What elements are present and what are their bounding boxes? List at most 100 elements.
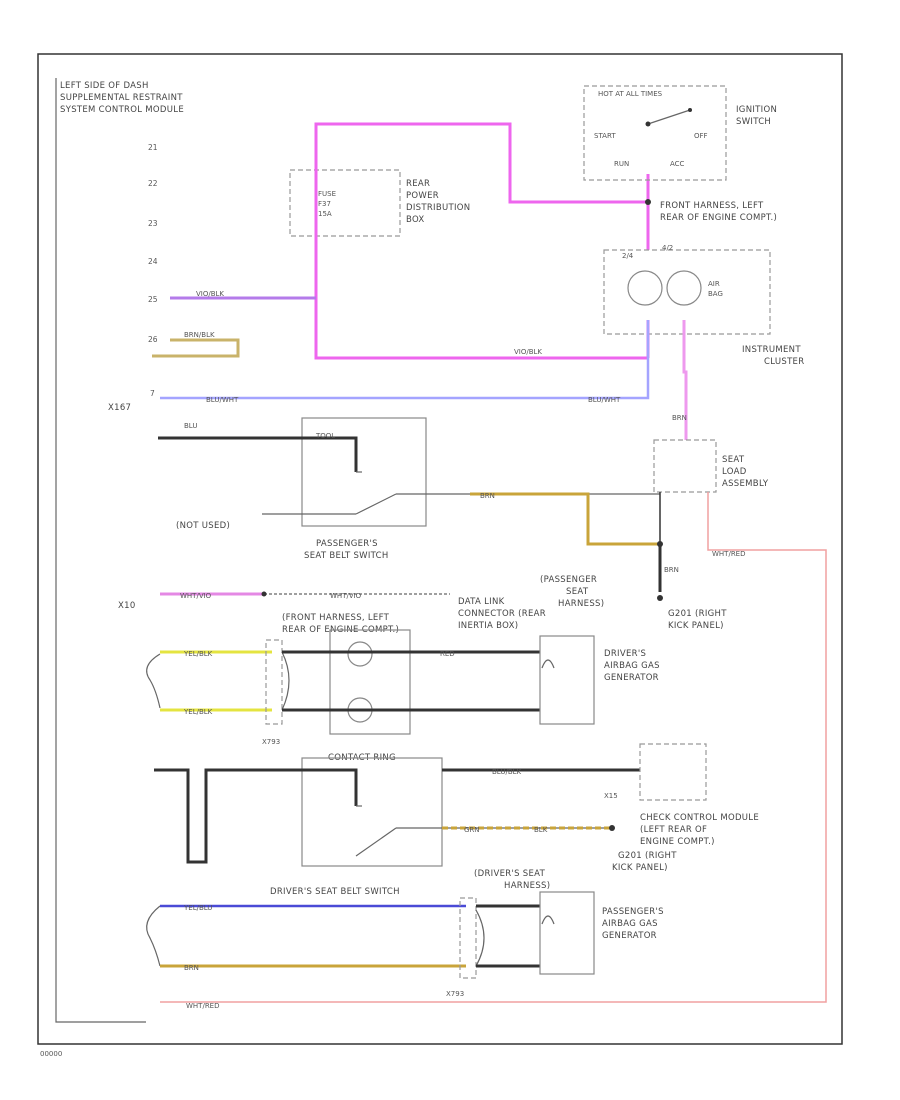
connector-x793-bottom [459,897,477,979]
airbag-lamp-2-icon [666,270,702,306]
pass-seat-harness-3: HARNESS) [558,599,604,609]
connector-x793-bottom-loop [475,909,485,967]
wire-label-yel-blk: YEL/BLK [183,650,213,658]
fuse-label-line-2: F37 [318,200,331,208]
pass-seat-harness-2: SEAT [566,587,589,597]
pass-switch-label-2: SEAT BELT SWITCH [304,551,389,561]
wire-label-wht-vio-2: WHT/VIO [330,592,362,600]
shorting-bar-2 [146,905,161,967]
ignition-switch-box [583,85,727,181]
module-pin-26: 26 [148,335,158,344]
footer-id: 00000 [40,1050,62,1058]
passengers-gen-label-3: GENERATOR [602,931,657,941]
instrument-cluster-box [603,249,771,335]
data-link-3: INERTIA BOX) [458,621,518,631]
connector-x15: X15 [604,792,618,800]
connector-x793-left-loop [281,651,290,711]
wire-label-red: RED [440,650,455,658]
ignition-pivot [645,121,651,127]
wire-blu-pass-switch [158,436,358,472]
fuse-box-label-3: DISTRIBUTION [406,203,470,213]
ignition-switch-blade [647,109,691,125]
connector-x10: X10 [118,601,136,611]
seat-load-label-1: SEAT [722,455,745,465]
wire-label-wht-vio: WHT/VIO [180,592,212,600]
connector-x793-left [265,639,283,725]
wire-label-grn: GRN [464,826,480,834]
check-control-3: ENGINE COMPT.) [640,837,715,847]
ignition-run: RUN [614,160,629,168]
wire-pink-feed [314,122,648,300]
ground-g201-2-icon [609,825,615,831]
connector-x793-label: X793 [262,738,280,746]
wire-label-wht-red-3: WHT/RED [186,1002,220,1010]
wire-label-brn-3: BRN [664,566,679,574]
wire-label-brn-2: BRN [480,492,495,500]
ignition-start: START [594,132,616,140]
module-pin-25: 25 [148,295,158,304]
wire-label-brn-pass: BRN [184,964,199,972]
fuse-label-line-3: 15A [318,210,332,218]
check-control-1: CHECK CONTROL MODULE [640,813,759,823]
passengers-gas-generator [539,891,595,975]
pass-switch-contact: TOOL [315,432,335,440]
module-pin-24: 24 [148,257,158,266]
module-pin-23: 23 [148,219,158,228]
wire-label-brn: BRN [672,414,687,422]
module-title-line-2: SUPPLEMENTAL RESTRAINT [60,93,183,103]
wire-label-vio-blk-2: VIO/BLK [514,348,542,356]
wire-label-vio-blk: VIO/BLK [196,290,224,298]
passengers-gen-icon [541,915,555,925]
check-control-2: (LEFT REAR OF [640,825,707,835]
wire-label-wht-red: WHT/RED [712,550,746,558]
module-enclosure [55,78,146,1023]
air-bag-label-2: BAG [708,290,723,298]
splice-data-link [261,591,267,597]
drivers-seat-harness-1: (DRIVER'S SEAT [474,869,546,879]
front-harness-1-line-1: FRONT HARNESS, LEFT [660,201,764,211]
connector-x793-bottom-label: X793 [446,990,464,998]
cluster-pin-b: 4/2 [662,244,673,252]
module-pin-21: 21 [148,143,158,152]
module-pin-22: 22 [148,179,158,188]
passenger-seat-belt-switch [301,417,427,527]
clock-spring-housing [329,629,411,735]
fuse-box-label-1: REAR [406,179,430,189]
wire-label-brn-blk: BRN/BLK [184,331,215,339]
wire-blu-wht [160,320,650,400]
wire-label-yel-blu: YEL/BLU [183,904,212,912]
ignition-acc: ACC [670,160,685,168]
not-used-label: (NOT USED) [176,521,230,531]
seat-load-label-3: ASSEMBLY [722,479,769,489]
ignition-label-1: IGNITION [736,105,777,115]
ignition-label-2: SWITCH [736,117,771,127]
diagram-frame [37,53,843,1045]
fuse-label-line-1: FUSE [318,190,336,198]
drivers-gas-generator [539,635,595,725]
drivers-gen-label-2: AIRBAG GAS [604,661,660,671]
wire-label-blu-wht-2: BLU/WHT [588,396,621,404]
drivers-gen-label-3: GENERATOR [604,673,659,683]
seat-load-label-2: LOAD [722,467,747,477]
ground-right-2: KICK PANEL) [668,621,724,631]
drv-switch-blade [355,827,397,857]
passengers-gen-label-1: PASSENGER'S [602,907,664,917]
ignition-off: OFF [694,132,708,140]
pass-switch-label-1: PASSENGER'S [316,539,378,549]
wire-label-blu-blk: BLU/BLK [492,768,522,776]
wire-label-yel-blk-2: YEL/BLK [183,708,213,716]
ground-right-1: G201 (RIGHT [668,609,727,619]
wire-label-blk: BLK [534,826,548,834]
seat-load-assembly [653,439,717,493]
pass-switch-blade [355,493,397,515]
module-title-line-3: SYSTEM CONTROL MODULE [60,105,184,115]
wire-pink-seat-load [682,320,688,440]
cluster-pin-a: 2/4 [622,252,634,260]
shorting-bar-1 [146,653,161,709]
splice-front-harness [645,199,651,205]
fuse-box-label-2: POWER [406,191,439,201]
ground-right2-2: KICK PANEL) [612,863,668,873]
airbag-lamp-1-icon [627,270,663,306]
wire-wht-red [160,492,827,1003]
